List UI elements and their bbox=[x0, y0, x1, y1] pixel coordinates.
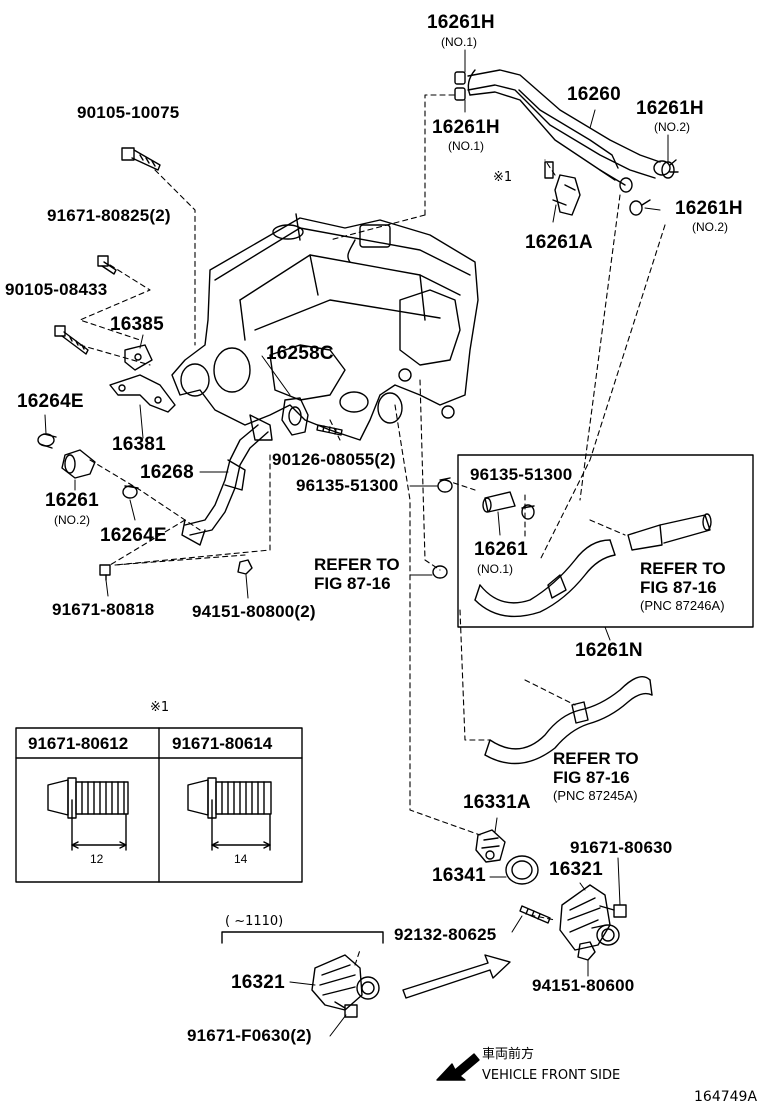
label-96135-51300-a[interactable]: 96135-51300 bbox=[296, 476, 399, 495]
label-16258c[interactable]: 16258C bbox=[266, 343, 334, 364]
label-16261a[interactable]: 16261A bbox=[525, 232, 593, 253]
label-94151-80800[interactable]: 94151-80800(2) bbox=[192, 602, 316, 621]
refer-left-line2: FIG 87-16 bbox=[314, 573, 391, 593]
label-16264e-bottom[interactable]: 16264E bbox=[100, 525, 167, 546]
label-91671-80825[interactable]: 91671-80825(2) bbox=[47, 206, 171, 225]
bracket-16381 bbox=[109, 374, 176, 413]
solid-leaders bbox=[44, 49, 669, 1037]
dimension-14: 14 bbox=[234, 852, 248, 866]
table-header-91671-80614[interactable]: 91671-80614 bbox=[172, 734, 273, 753]
nut-94151-80800 bbox=[237, 559, 253, 575]
bracket-date-range bbox=[221, 931, 384, 944]
pipe-16268 bbox=[181, 414, 273, 546]
engine-block bbox=[171, 213, 479, 441]
hose-16261-box bbox=[474, 491, 616, 618]
label-90126-08055[interactable]: 90126-08055(2) bbox=[272, 450, 396, 469]
label-94151-80600[interactable]: 94151-80600 bbox=[532, 976, 635, 995]
label-16381[interactable]: 16381 bbox=[112, 434, 166, 455]
label-16264e-top[interactable]: 16264E bbox=[17, 391, 84, 412]
refer-bottom-pnc: (PNC 87245A) bbox=[553, 788, 638, 804]
label-90105-08433[interactable]: 90105-08433 bbox=[5, 280, 108, 299]
front-arrow-icon bbox=[436, 1053, 480, 1081]
clamp-16264e-bottom bbox=[122, 485, 139, 499]
label-16261n[interactable]: 16261N bbox=[575, 640, 643, 661]
label-16341[interactable]: 16341 bbox=[432, 865, 486, 886]
label-91671-80630[interactable]: 91671-80630 bbox=[570, 838, 673, 857]
label-16261h-no2-lower[interactable]: 16261H bbox=[675, 198, 743, 219]
label-16261-box[interactable]: 16261 bbox=[474, 539, 528, 560]
bolt-90105-08433 bbox=[54, 325, 89, 355]
clamp-small-refer bbox=[432, 565, 448, 579]
label-96135-51300-b[interactable]: 96135-51300 bbox=[470, 465, 573, 484]
hose-16261n bbox=[484, 676, 653, 765]
nut-94151-80600 bbox=[577, 941, 596, 961]
label-16331a[interactable]: 16331A bbox=[463, 792, 531, 813]
refer-fig-87-16-bottom[interactable]: REFER TO FIG 87-16 (PNC 87245A) bbox=[553, 749, 639, 804]
sublabel-no1-box: (NO.1) bbox=[477, 562, 513, 576]
dimension-12: 12 bbox=[90, 852, 104, 866]
stud-92132-80625 bbox=[519, 905, 551, 924]
refer-bottom-line2: FIG 87-16 bbox=[553, 767, 630, 787]
label-16261h-no1-mid[interactable]: 16261H bbox=[432, 117, 500, 138]
bolt-91671-f0630 bbox=[334, 1001, 358, 1018]
refer-fig-87-16-right[interactable]: REFER TO FIG 87-16 (PNC 87246A) bbox=[640, 559, 726, 614]
refer-right-line1: REFER TO bbox=[640, 559, 726, 578]
hose-16260 bbox=[467, 69, 671, 193]
kome-mark-table: ※1 bbox=[150, 700, 170, 715]
bolt-90105-10075 bbox=[121, 147, 161, 171]
sublabel-no1-mid: (NO.1) bbox=[448, 139, 484, 153]
pipe-87246a bbox=[627, 513, 712, 551]
sublabel-no1-top: (NO.1) bbox=[441, 35, 477, 49]
clamp-96135-51300-a bbox=[437, 477, 453, 493]
refer-fig-87-16-left[interactable]: REFER TO FIG 87-16 bbox=[314, 555, 400, 593]
date-range-note: ( ~1110) bbox=[225, 914, 284, 929]
diagram-id: 164749A bbox=[694, 1089, 758, 1105]
label-16260[interactable]: 16260 bbox=[567, 84, 621, 105]
bracket-16385 bbox=[124, 344, 153, 371]
refer-left-line1: REFER TO bbox=[314, 555, 400, 574]
label-90105-10075[interactable]: 90105-10075 bbox=[77, 103, 180, 122]
label-16385[interactable]: 16385 bbox=[110, 314, 164, 335]
label-91671-f0630[interactable]: 91671-F0630(2) bbox=[187, 1026, 312, 1045]
label-16261h-no2-upper[interactable]: 16261H bbox=[636, 98, 704, 119]
label-16261-left[interactable]: 16261 bbox=[45, 490, 99, 511]
label-91671-80818[interactable]: 91671-80818 bbox=[52, 600, 155, 619]
clamp-96135-51300-b bbox=[521, 504, 535, 520]
sublabel-no2-left: (NO.2) bbox=[54, 513, 90, 527]
gasket-16341 bbox=[505, 855, 539, 885]
water-inlet-16321-left bbox=[311, 954, 380, 1011]
clamp-16264e-top bbox=[37, 433, 57, 449]
bolt-icon-12 bbox=[47, 777, 129, 851]
water-inlet-16321-right bbox=[559, 884, 620, 951]
refer-bottom-line1: REFER TO bbox=[553, 749, 639, 768]
bolt-91671-80825 bbox=[97, 255, 117, 275]
sublabel-no2-lower: (NO.2) bbox=[692, 220, 728, 234]
bolt-91671-80630 bbox=[599, 904, 627, 918]
hose-16261-left bbox=[61, 449, 96, 479]
kome-mark-top: ※1 bbox=[493, 170, 513, 185]
bolt-icon-14 bbox=[187, 777, 272, 851]
bracket-16261a bbox=[544, 161, 581, 216]
label-16268[interactable]: 16268 bbox=[140, 462, 194, 483]
front-side-en: VEHICLE FRONT SIDE bbox=[482, 1068, 621, 1083]
thermostat-16331a bbox=[475, 829, 506, 863]
refer-right-pnc: (PNC 87246A) bbox=[640, 598, 725, 614]
label-16321-left[interactable]: 16321 bbox=[231, 972, 285, 993]
stud-90126-08055 bbox=[316, 424, 343, 436]
table-header-91671-80612[interactable]: 91671-80612 bbox=[28, 734, 129, 753]
transition-arrow bbox=[402, 954, 511, 999]
label-92132-80625[interactable]: 92132-80625 bbox=[394, 925, 497, 944]
front-side-jp: 車両前方 bbox=[482, 1047, 535, 1062]
leader-lines bbox=[79, 94, 666, 966]
gasket-16258c bbox=[281, 397, 309, 436]
bolt-91671-80818 bbox=[99, 564, 111, 581]
sublabel-no2-upper: (NO.2) bbox=[654, 120, 690, 134]
label-16261h-no1-top[interactable]: 16261H bbox=[427, 12, 495, 33]
bolt-table bbox=[15, 727, 303, 883]
refer-right-line2: FIG 87-16 bbox=[640, 577, 717, 597]
label-16321-right[interactable]: 16321 bbox=[549, 859, 603, 880]
